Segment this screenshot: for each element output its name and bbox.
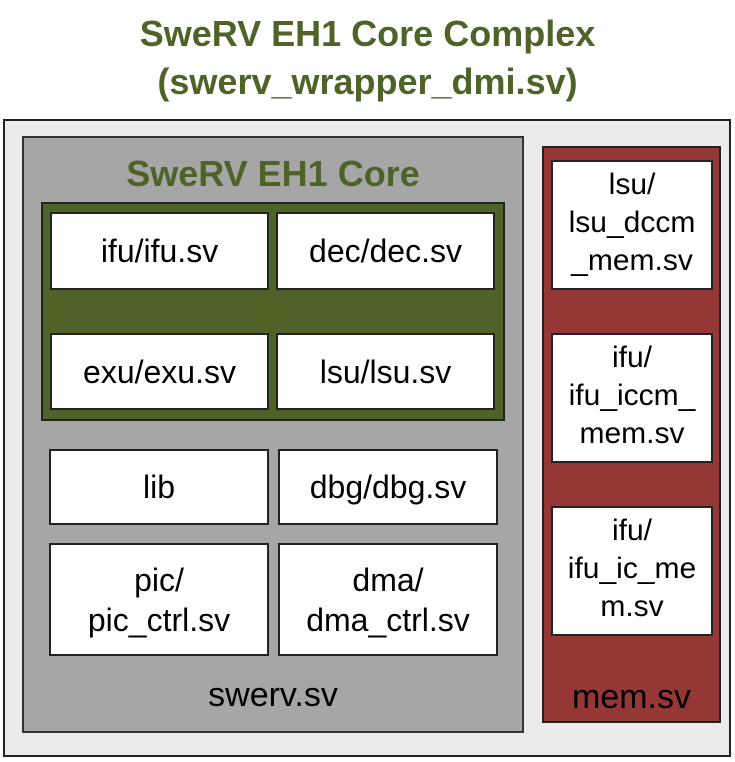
module-exu: exu/exu.sv	[50, 333, 269, 410]
mem-iccm: ifu/ ifu_iccm_ mem.sv	[551, 333, 713, 463]
mem-dccm-line3: _mem.sv	[571, 244, 693, 277]
mem-iccm-line2: ifu_iccm_	[568, 379, 696, 412]
module-dma-label-line1: dma/	[352, 561, 424, 598]
diagram-subtitle: (swerv_wrapper_dmi.sv)	[157, 61, 578, 102]
module-dbg: dbg/dbg.sv	[278, 449, 498, 525]
module-dec-label: dec/dec.sv	[309, 233, 462, 269]
mem-ic-line1: ifu/	[611, 514, 653, 547]
swerv-label: swerv.sv	[208, 676, 338, 714]
mem-iccm-line3: mem.sv	[579, 417, 685, 450]
mem-label: mem.sv	[572, 678, 691, 716]
module-dma: dma/ dma_ctrl.sv	[278, 543, 498, 656]
module-pic: pic/ pic_ctrl.sv	[49, 543, 269, 656]
module-dma-label-line2: dma_ctrl.sv	[306, 601, 470, 638]
mem-dccm-line2: lsu_dccm	[568, 206, 696, 239]
mem-dccm: lsu/ lsu_dccm _mem.sv	[551, 160, 713, 290]
module-lib: lib	[49, 449, 269, 525]
mem-dccm-line1: lsu/	[608, 168, 656, 201]
module-exu-label: exu/exu.sv	[83, 353, 236, 390]
module-lsu: lsu/lsu.sv	[276, 333, 495, 410]
mem-ic-line3: m.sv	[600, 590, 664, 623]
module-ifu: ifu/ifu.sv	[50, 212, 269, 290]
module-lsu-label: lsu/lsu.sv	[319, 353, 452, 390]
module-pic-label-line2: pic_ctrl.sv	[87, 601, 231, 638]
module-dbg-label: dbg/dbg.sv	[309, 469, 467, 505]
module-pic-label-line1: pic/	[134, 561, 184, 598]
mem-iccm-line1: ifu/	[611, 341, 653, 374]
mem-ic-line2: ifu_ic_me	[567, 552, 697, 585]
module-ifu-label: ifu/ifu.sv	[100, 233, 219, 269]
mem-ic: ifu/ ifu_ic_me m.sv	[551, 506, 713, 636]
module-dec: dec/dec.sv	[276, 212, 495, 290]
diagram-title: SweRV EH1 Core Complex	[139, 13, 596, 54]
module-lib-label: lib	[142, 469, 175, 505]
core-title: SweRV EH1 Core	[126, 153, 420, 194]
